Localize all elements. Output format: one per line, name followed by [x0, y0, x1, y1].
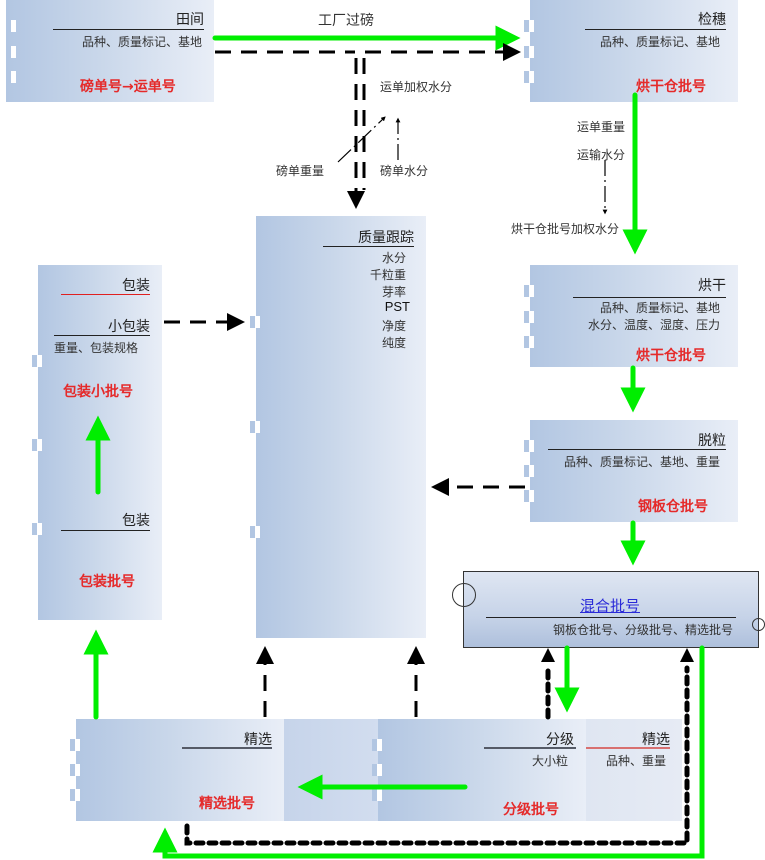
connector: [524, 71, 534, 83]
batch-label: 分级批号: [503, 802, 559, 818]
label-dry-batch-weighted-moisture: 烘干仓批号加权水分: [511, 222, 620, 236]
connector: [524, 285, 534, 297]
connector: [524, 440, 534, 452]
node-title: 烘干: [698, 278, 726, 294]
batch-label: 烘干仓批号: [636, 348, 706, 364]
connector: [32, 355, 42, 367]
node-title: 质量跟踪: [358, 230, 414, 246]
title-rule: [586, 747, 670, 749]
connector: [524, 465, 534, 477]
pack-title: 包装: [122, 513, 150, 529]
small-package-attrs: 重量、包装规格: [54, 341, 139, 355]
node-title: 检穗: [698, 12, 726, 28]
title-rule: [585, 29, 726, 30]
node-thresh[interactable]: 脱粒 品种、质量标记、基地、重量 钢板仓批号: [524, 420, 738, 522]
arrow-weigh-weight: [337, 116, 386, 163]
node-field[interactable]: 田间 品种、质量标记、基地 磅单号→运单号: [6, 0, 214, 102]
small-batch-label: 包装小批号: [63, 384, 133, 400]
connector: [250, 526, 260, 538]
label-waybill-weight: 运单重量: [577, 120, 626, 134]
title-rule: [182, 747, 272, 749]
node-title: 田间: [176, 12, 204, 28]
arrow-select-loop-to-mix: [184, 665, 690, 846]
node-attrs-2: 水分、温度、湿度、压力: [587, 318, 720, 332]
node-attrs: 钢板仓批号、分级批号、精选批号: [552, 623, 733, 637]
title-rule: [323, 246, 414, 247]
quality-item: PST: [384, 299, 410, 314]
connector: [70, 739, 80, 751]
pack-batch-label: 包装批号: [79, 574, 135, 590]
node-attrs: 品种、质量标记、基地、重量: [563, 455, 720, 469]
connector: [524, 46, 534, 58]
quality-item: 芽率: [381, 285, 406, 299]
batch-label: 磅单号→运单号: [80, 79, 176, 95]
node-mix[interactable]: 混合批号 钢板仓批号、分级批号、精选批号: [463, 571, 759, 648]
node-title: 精选: [642, 732, 670, 748]
arrow-mix-loop-to-select: [152, 645, 705, 859]
node-grade[interactable]: 分级 大小粒 分级批号: [372, 719, 586, 821]
title-rule: [548, 449, 726, 450]
connector: [70, 789, 80, 801]
connector: [524, 490, 534, 502]
node-inspect[interactable]: 检穗 品种、质量标记、基地 烘干仓批号: [524, 0, 738, 102]
title-rule: [53, 29, 204, 30]
connector: [6, 46, 16, 58]
connector: [6, 20, 16, 32]
label-weigh-moisture: 磅单水分: [380, 164, 429, 178]
title-rule: [573, 297, 726, 298]
node-title: 脱粒: [698, 433, 726, 449]
arrowhead: [541, 648, 555, 662]
connector-circle-left[interactable]: [452, 583, 476, 607]
node-filler: [284, 719, 379, 821]
quality-item: 水分: [381, 251, 406, 265]
connector: [250, 421, 260, 433]
label-weigh-weight: 磅单重量: [276, 164, 325, 178]
quality-item: 千粒重: [369, 268, 406, 282]
connector: [524, 311, 534, 323]
node-select-right[interactable]: 精选 品种、重量: [586, 719, 682, 821]
connector: [372, 739, 382, 751]
batch-label: 钢板仓批号: [638, 499, 708, 515]
node-attrs: 品种、质量标记、基地: [599, 35, 720, 49]
connector: [250, 316, 260, 328]
label-factory-weigh: 工厂过磅: [318, 13, 374, 29]
node-attrs: 品种、质量标记、基地: [599, 301, 720, 315]
title-rule: [61, 294, 150, 295]
title-rule: [484, 747, 576, 749]
title-rule: [61, 530, 150, 531]
node-quality[interactable]: 质量跟踪 水分 千粒重 芽率 PST 净度 纯度: [250, 216, 426, 638]
label-waybill-weighted-moisture: 运单加权水分: [380, 80, 453, 94]
title-rule: [54, 335, 150, 336]
connector: [372, 789, 382, 801]
batch-label: 精选批号: [199, 796, 255, 812]
batch-label: 烘干仓批号: [636, 79, 706, 95]
node-attrs: 品种、重量: [605, 754, 666, 768]
connector: [32, 439, 42, 451]
label-transport-moisture: 运输水分: [577, 148, 626, 162]
title-rule: [486, 617, 736, 618]
connector: [524, 20, 534, 32]
quality-item: 纯度: [381, 336, 406, 350]
node-title: 分级: [546, 732, 574, 748]
connector: [32, 523, 42, 535]
node-attrs: 大小粒: [531, 754, 568, 768]
small-package-title: 小包装: [108, 319, 150, 335]
arrowhead: [680, 648, 694, 662]
connector: [372, 764, 382, 776]
mix-title-link[interactable]: 混合批号: [580, 597, 641, 615]
connector: [524, 336, 534, 348]
node-title: 精选: [244, 732, 272, 748]
node-attrs: 品种、质量标记、基地: [81, 35, 202, 49]
node-select-left[interactable]: 精选 精选批号: [70, 719, 284, 821]
connector: [6, 71, 16, 83]
quality-item: 净度: [381, 319, 406, 333]
connector: [70, 764, 80, 776]
node-dry[interactable]: 烘干 品种、质量标记、基地 水分、温度、湿度、压力 烘干仓批号: [524, 265, 738, 367]
node-title: 包装: [122, 278, 150, 294]
